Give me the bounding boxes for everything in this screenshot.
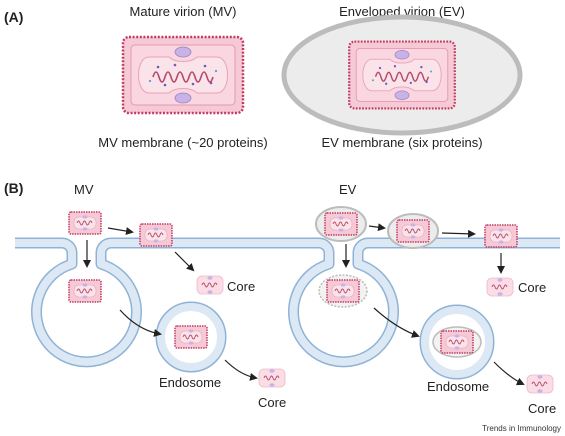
mature-virion-diagram — [121, 35, 245, 115]
ev-core-label-1: Core — [518, 280, 546, 295]
mv-virion-2 — [139, 223, 173, 247]
arrow-ev-endosome — [373, 307, 420, 338]
mv-core-1 — [196, 275, 224, 295]
ev-core-label-2: Core — [528, 401, 556, 416]
plasma-membrane — [15, 237, 560, 368]
enveloped-virion-diagram — [281, 14, 523, 136]
arrow-mv-right — [107, 227, 134, 235]
ev-endosome-label: Endosome — [427, 379, 489, 394]
arrow-ev-right-1 — [368, 223, 386, 232]
arrow-mv-core — [174, 251, 195, 272]
pathway-arrows — [83, 223, 525, 386]
arrow-mv-endosome — [119, 309, 162, 337]
mv-virion-1 — [68, 211, 102, 235]
arrow-ev-endosome-core — [493, 361, 525, 386]
arrow-mv-endosome-core — [224, 359, 258, 381]
mv-virion-4 — [174, 325, 208, 349]
ev-title: Enveloped virion (EV) — [339, 4, 465, 19]
mv-virion-3 — [68, 279, 102, 303]
ev-core-2 — [526, 374, 554, 394]
panel-a-label: (A) — [4, 9, 23, 25]
mv-core-label-1: Core — [227, 279, 255, 294]
arrow-ev-right-2 — [441, 229, 476, 238]
ev-membrane-caption: EV membrane (six proteins) — [321, 135, 482, 150]
ev-virion-4 — [318, 274, 368, 308]
ev-virion-5 — [432, 326, 482, 358]
mv-core-2 — [258, 368, 286, 388]
ev-virion-2 — [387, 213, 439, 249]
mv-label: MV — [74, 182, 94, 197]
ev-virion-1 — [315, 206, 367, 242]
ev-label: EV — [339, 182, 357, 197]
ev-core-1 — [486, 277, 514, 297]
mv-title: Mature virion (MV) — [130, 4, 237, 19]
ev-virion-3 — [484, 224, 518, 248]
journal-credit: Trends in Immunology — [482, 424, 561, 433]
mv-core-label-2: Core — [258, 395, 286, 410]
mv-endosome-label: Endosome — [159, 375, 221, 390]
mv-membrane-caption: MV membrane (~20 proteins) — [98, 135, 267, 150]
panel-b-label: (B) — [4, 180, 23, 196]
